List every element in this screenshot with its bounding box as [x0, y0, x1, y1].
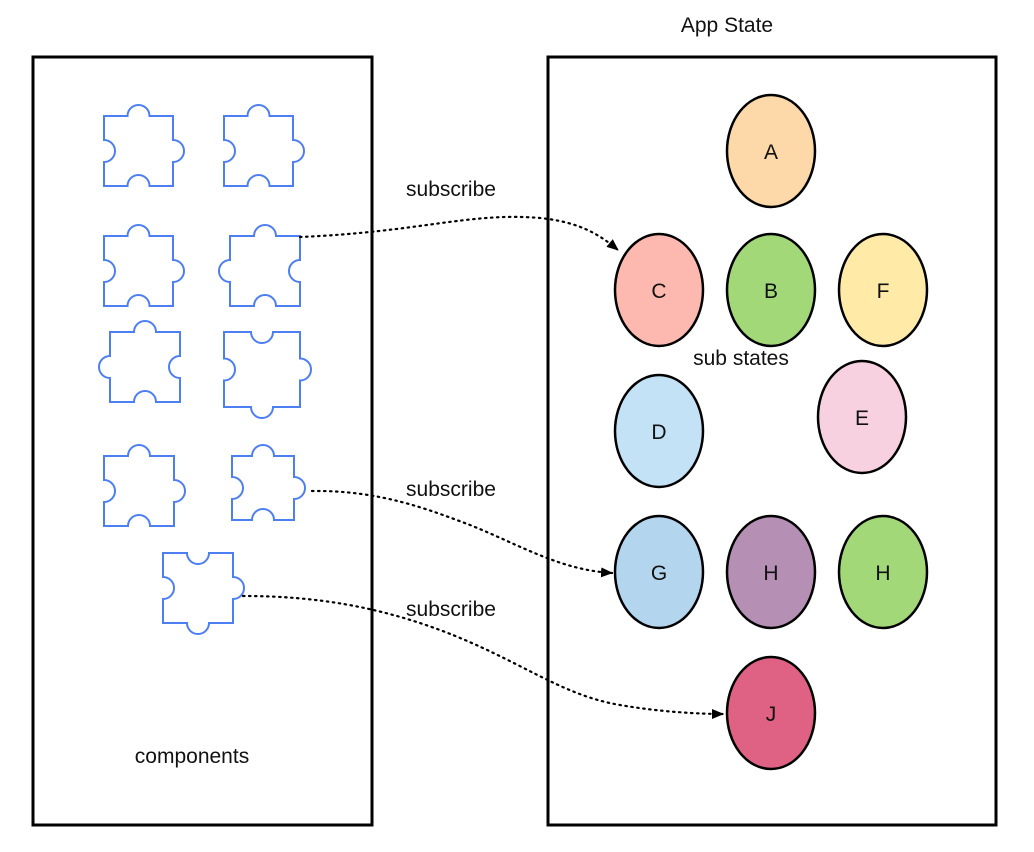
components-container	[31, 55, 374, 827]
state-node-b: B	[725, 232, 817, 348]
state-label: D	[651, 421, 666, 444]
state-label: E	[855, 407, 869, 430]
connector-p4-to-c	[298, 215, 620, 252]
state-label: F	[877, 280, 890, 303]
component-puzzle-icon	[223, 331, 312, 419]
states-group: A C B F D E G H H J	[613, 93, 929, 771]
component-puzzle-icon	[103, 224, 185, 307]
state-ellipse	[613, 514, 705, 630]
component-puzzle-icon	[98, 320, 181, 403]
state-label: H	[763, 562, 778, 585]
state-label: B	[764, 280, 778, 303]
state-ellipse	[725, 655, 817, 771]
state-label: J	[766, 703, 777, 726]
component-puzzle-icon	[103, 104, 185, 187]
state-node-a: A	[725, 93, 817, 209]
state-ellipse	[816, 359, 908, 475]
state-ellipse	[725, 93, 817, 209]
connector-p9-to-j	[241, 594, 725, 719]
connector-p8-to-g	[310, 489, 614, 578]
state-node-g: G	[613, 514, 705, 630]
state-label: C	[651, 280, 666, 303]
component-puzzle-icon	[162, 552, 245, 635]
state-node-e: E	[816, 359, 908, 475]
app-state-container	[546, 55, 998, 827]
state-label: A	[764, 141, 778, 164]
state-ellipse	[837, 514, 929, 630]
state-ellipse	[613, 373, 705, 489]
state-ellipse	[725, 514, 817, 630]
connector-label: subscribe	[406, 598, 496, 621]
state-node-j: J	[725, 655, 817, 771]
component-puzzle-icon	[218, 224, 301, 307]
app-state-title: App State	[681, 14, 773, 37]
state-node-c: C	[613, 232, 705, 348]
state-node-h1: H	[725, 514, 817, 630]
components-label: components	[135, 745, 249, 768]
state-node-f: F	[837, 232, 929, 348]
state-ellipse	[725, 232, 817, 348]
sub-states-label: sub states	[693, 347, 789, 370]
state-node-h2: H	[837, 514, 929, 630]
state-node-d: D	[613, 373, 705, 489]
connectors-group	[241, 215, 725, 719]
component-puzzle-icon	[223, 104, 305, 187]
component-puzzle-icon	[103, 444, 186, 527]
components-group	[98, 104, 312, 635]
connector-label: subscribe	[406, 178, 496, 201]
state-ellipse	[837, 232, 929, 348]
state-label: H	[875, 562, 890, 585]
state-label: G	[651, 562, 667, 585]
component-puzzle-icon	[231, 444, 306, 521]
connector-label: subscribe	[406, 478, 496, 501]
state-ellipse	[613, 232, 705, 348]
